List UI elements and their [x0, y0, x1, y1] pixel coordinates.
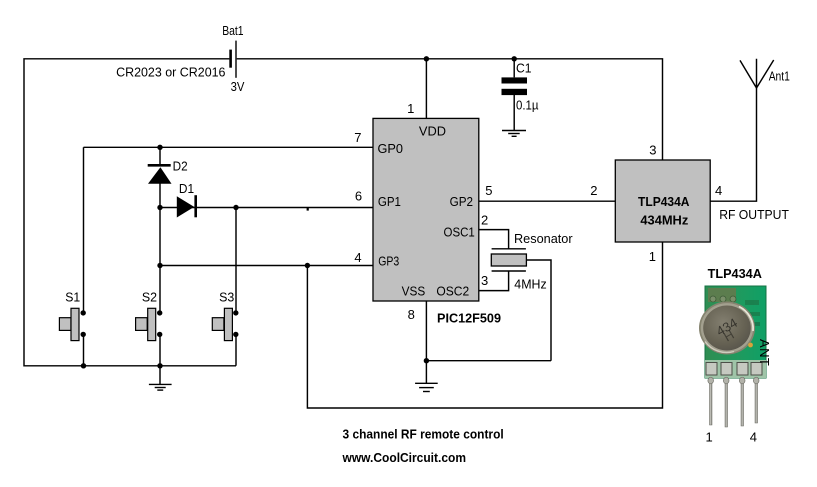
svg-text:3: 3	[649, 143, 656, 158]
svg-text:3: 3	[481, 273, 488, 288]
svg-text:TLP434A: TLP434A	[708, 266, 763, 281]
svg-text:OSC2: OSC2	[436, 283, 469, 298]
svg-text:Bat1: Bat1	[222, 23, 243, 38]
svg-text:OSC1: OSC1	[444, 225, 475, 240]
svg-text:CR2023 or CR2016: CR2023 or CR2016	[116, 65, 225, 80]
svg-text:4MHz: 4MHz	[514, 277, 546, 292]
svg-text:8: 8	[408, 307, 415, 322]
svg-text:TLP434A: TLP434A	[638, 194, 690, 209]
svg-text:1: 1	[407, 101, 414, 116]
svg-text:D2: D2	[173, 159, 188, 174]
svg-text:S2: S2	[142, 290, 157, 305]
svg-text:4: 4	[715, 183, 722, 198]
svg-text:C1: C1	[516, 60, 532, 75]
svg-text:5: 5	[485, 183, 492, 198]
svg-text:GP0: GP0	[378, 141, 404, 156]
svg-text:4: 4	[354, 250, 361, 265]
svg-text:Resonator: Resonator	[514, 231, 573, 246]
svg-text:VSS: VSS	[402, 283, 426, 298]
svg-text:RF OUTPUT: RF OUTPUT	[719, 207, 789, 222]
svg-text:7: 7	[354, 130, 361, 145]
svg-text:GP2: GP2	[450, 194, 473, 209]
svg-text:www.CoolCircuit.com: www.CoolCircuit.com	[342, 450, 466, 465]
svg-text:4: 4	[750, 430, 757, 445]
svg-text:1: 1	[706, 430, 713, 445]
svg-text:434MHz: 434MHz	[640, 213, 688, 228]
svg-text:Ant1: Ant1	[769, 69, 790, 84]
svg-text:3 channel RF remote control: 3 channel RF remote control	[343, 426, 504, 441]
svg-text:2: 2	[590, 183, 597, 198]
svg-text:VDD: VDD	[419, 124, 446, 139]
svg-text:0.1µ: 0.1µ	[516, 97, 539, 112]
svg-text:1: 1	[649, 249, 656, 264]
svg-text:2: 2	[481, 213, 488, 228]
svg-text:3V: 3V	[231, 79, 245, 94]
svg-text:ANT: ANT	[757, 339, 772, 366]
svg-text:GP1: GP1	[378, 194, 401, 209]
svg-text:S3: S3	[219, 290, 234, 305]
svg-text:GP3: GP3	[378, 254, 399, 269]
svg-text:PIC12F509: PIC12F509	[437, 311, 501, 326]
svg-text:6: 6	[355, 189, 362, 204]
svg-text:D1: D1	[179, 181, 194, 196]
svg-text:S1: S1	[65, 290, 80, 305]
